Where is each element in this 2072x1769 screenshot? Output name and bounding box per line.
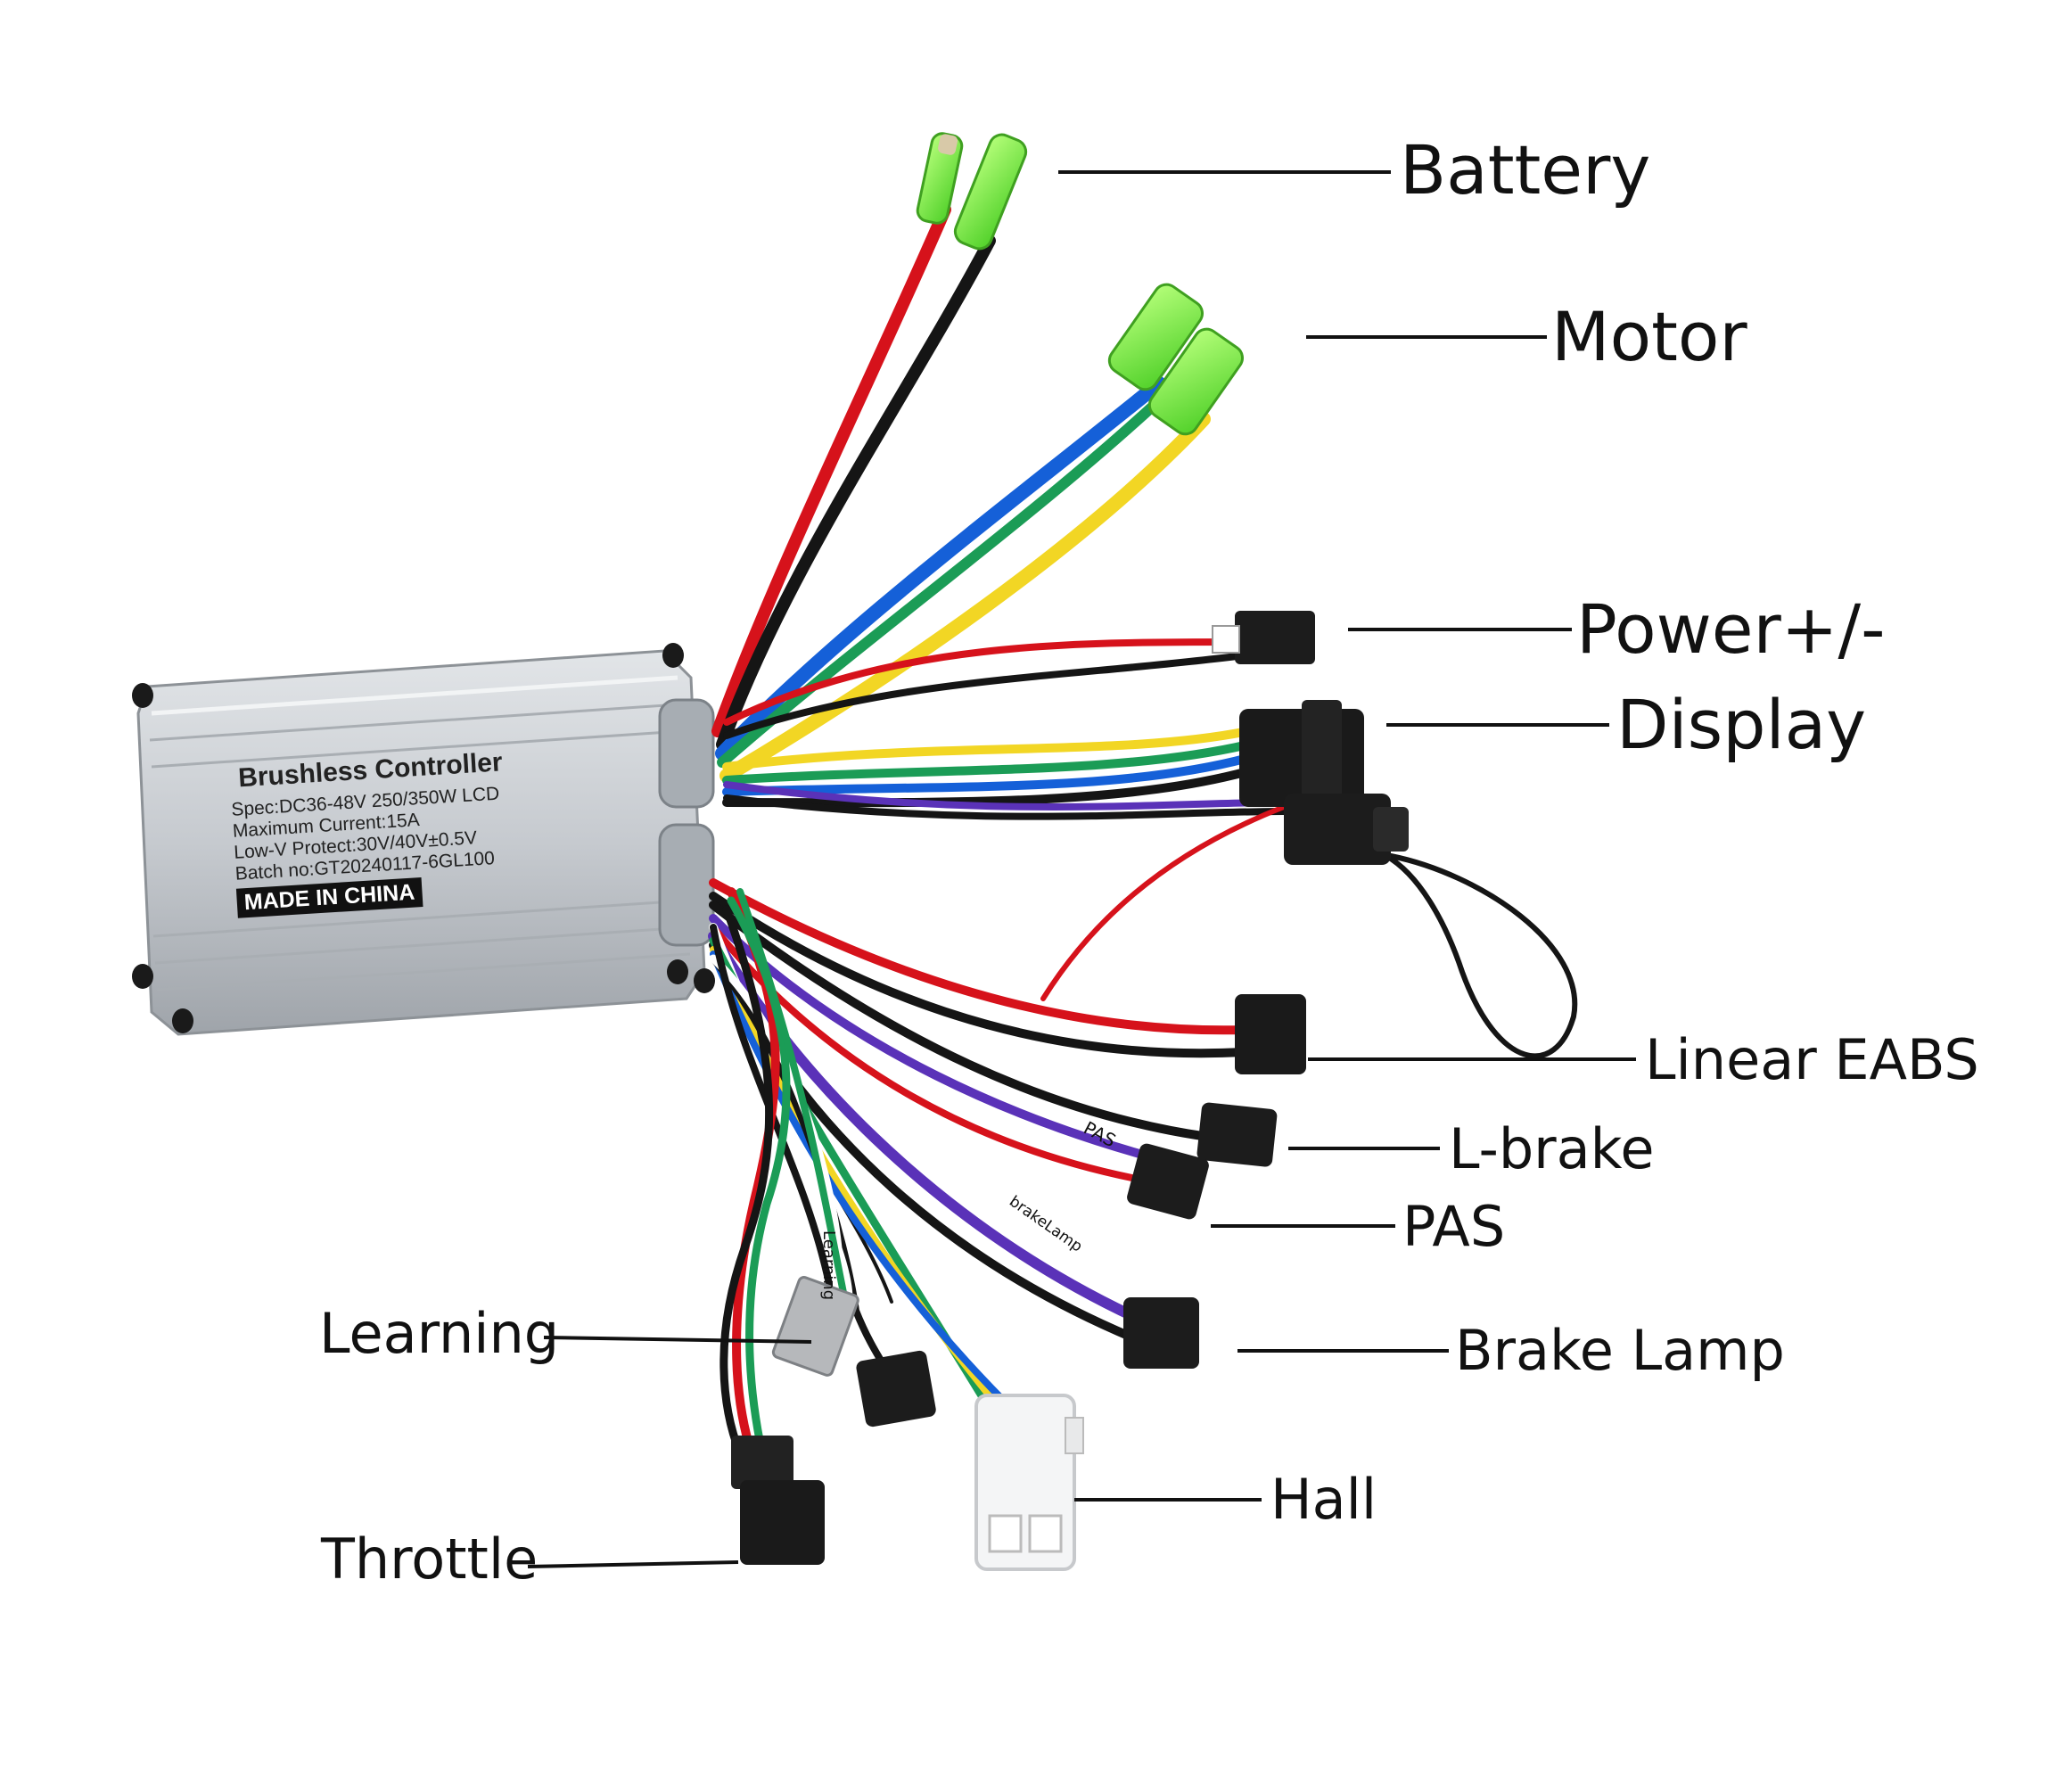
- power-connector: [1212, 611, 1315, 664]
- learning-label: Learning: [319, 1301, 560, 1366]
- brake-lamp-label: Brake Lamp: [1455, 1318, 1785, 1383]
- l-brake-label: L-brake: [1449, 1116, 1655, 1181]
- eabs-connector: [1284, 794, 1409, 865]
- l-brake-connector: [1196, 1102, 1278, 1167]
- linear-eabs-connector: [1235, 994, 1306, 1074]
- battery-connectors: [916, 132, 1028, 251]
- display-connector: [1239, 700, 1364, 816]
- throttle-leader-line: [527, 1560, 739, 1568]
- throttle-label: Throttle: [321, 1526, 539, 1592]
- top-harness: [711, 203, 1578, 1059]
- learning-leader-line: [543, 1336, 812, 1344]
- hall-label: Hall: [1270, 1467, 1377, 1532]
- linear-eabs-label: Linear EABS: [1645, 1027, 1979, 1092]
- bottom-harness: [708, 878, 1248, 1458]
- pas-connector: [1127, 1143, 1209, 1220]
- motor-connectors: [1107, 283, 1244, 436]
- controller-origin: MADE IN CHINA: [235, 877, 423, 918]
- battery-label: Battery: [1400, 130, 1651, 210]
- learning-wire-tag: Learning: [819, 1230, 838, 1301]
- display-label: Display: [1616, 685, 1867, 764]
- motor-label: Motor: [1551, 297, 1747, 376]
- controller-label: Brushless Controller Spec:DC36-48V 250/3…: [214, 738, 573, 955]
- throttle-connector: [731, 1436, 825, 1565]
- power-label: Power+/-: [1576, 589, 1886, 669]
- leader-lines: [527, 170, 1636, 1568]
- learning-connector: [771, 1276, 936, 1428]
- controller-case: [132, 643, 715, 1036]
- brake-lamp-connector: [1123, 1297, 1199, 1369]
- hall-connector: [974, 1394, 1084, 1571]
- pas-label: PAS: [1402, 1194, 1506, 1259]
